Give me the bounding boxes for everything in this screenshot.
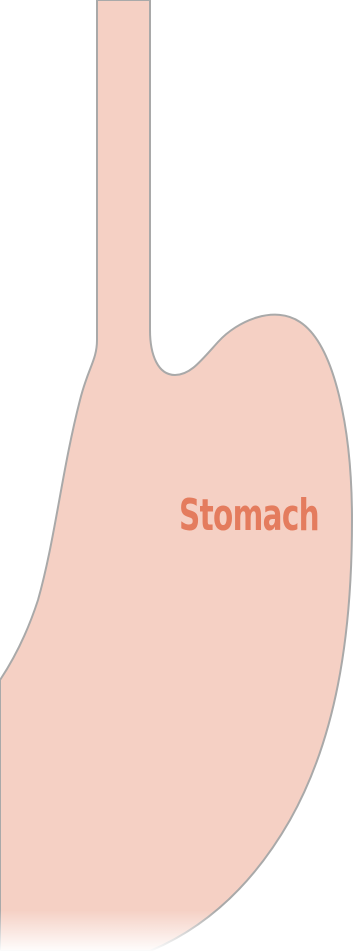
stomach-label: Stomach — [179, 490, 319, 541]
bottom-fade — [0, 910, 357, 951]
